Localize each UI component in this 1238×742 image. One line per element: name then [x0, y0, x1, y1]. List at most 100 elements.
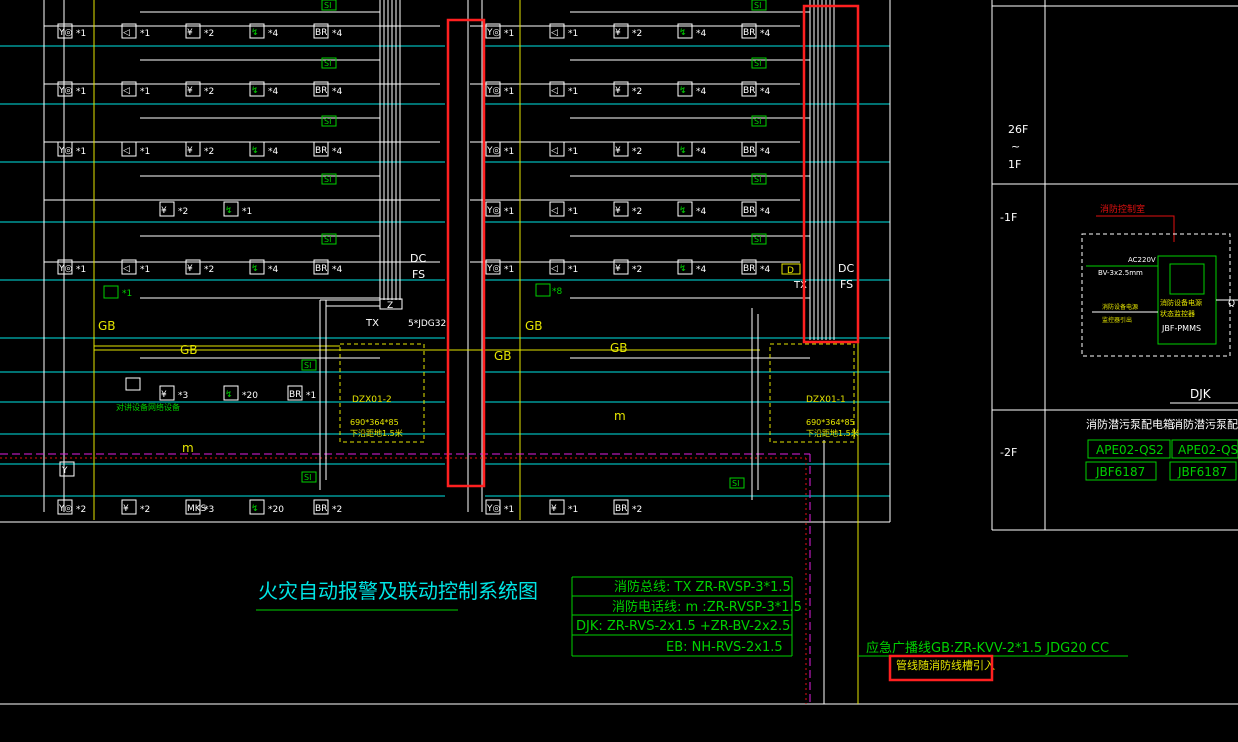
- device-manual: [677, 141, 693, 157]
- floor-table: 26F ~ 1F -1F -2F: [991, 0, 1238, 531]
- side-label-1: 消防设备电源: [1102, 303, 1138, 311]
- device-count: *4: [696, 29, 707, 39]
- device-glyph: ¥: [187, 146, 193, 156]
- device-count: *1: [140, 265, 150, 275]
- si-box: [751, 0, 767, 11]
- device-count: *1: [76, 265, 86, 275]
- device-count: *2: [632, 29, 642, 39]
- right-box-code: DZX01-1: [806, 395, 846, 405]
- device-count: *2: [204, 87, 214, 97]
- device-glyph: ¥: [615, 206, 621, 216]
- legend-line-4: EB: NH-RVS-2x1.5: [666, 640, 783, 655]
- intercom-box: [125, 377, 141, 391]
- device-count: *2: [204, 265, 214, 275]
- si-box: [321, 115, 337, 127]
- device-glyph: ↯: [225, 206, 233, 216]
- device-count: *1: [76, 87, 86, 97]
- device-speaker: [121, 259, 137, 275]
- device-glyph: ◁: [551, 146, 558, 156]
- pump-box-1: 消防潜污泵配电箱 APE02-QS2 JBF6187: [1085, 417, 1174, 481]
- device-glyph: ◁: [551, 86, 558, 96]
- device-glyph: BR: [315, 28, 327, 38]
- device-br: [287, 385, 303, 401]
- si-label: SI: [324, 235, 331, 244]
- z-label: Z: [387, 301, 393, 311]
- device-glyph: ¥: [161, 390, 167, 400]
- pump-box-1-model: JBF6187: [1095, 465, 1145, 479]
- device-heat: [185, 23, 201, 39]
- device-count: *4: [332, 29, 343, 39]
- device-glyph: BR: [315, 264, 327, 274]
- device-heat: [613, 23, 629, 39]
- device-count: *1: [568, 207, 578, 217]
- device-speaker: [121, 23, 137, 39]
- speaker-box: [535, 283, 551, 297]
- jdg-label: 5*JDG32: [408, 319, 446, 329]
- right-box-note: 下沿距地1.5米: [806, 428, 859, 438]
- side-label-2: 监控器引出: [1102, 316, 1132, 324]
- device-glyph: ↯: [251, 146, 259, 156]
- si-box: [729, 477, 745, 489]
- device-count: *3: [204, 505, 214, 515]
- device-glyph: Y◎: [486, 28, 500, 38]
- tx-label-right: TX: [793, 280, 807, 291]
- q-label: Q: [1228, 299, 1235, 309]
- legend-line-2: 消防电话线: m :ZR-RVSP-3*1.5: [612, 599, 802, 615]
- routing-note: 管线随消防线槽引入: [896, 658, 995, 672]
- si-label: SI: [754, 1, 761, 10]
- device-count: *4: [268, 147, 279, 157]
- left-box-spec: 690*364*85: [350, 418, 399, 427]
- device-smoke: [485, 201, 501, 217]
- device-count: *1: [242, 207, 252, 217]
- right-box-spec: 690*364*85: [806, 418, 855, 427]
- device-glyph: Y◎: [58, 504, 72, 514]
- device-count: *1: [140, 147, 150, 157]
- device-smoke: [57, 141, 73, 157]
- si-box: [751, 115, 767, 127]
- device-manual: [249, 499, 265, 515]
- device-glyph: ↯: [679, 86, 687, 96]
- device-count: *2: [632, 147, 642, 157]
- device-glyph: ◁: [123, 28, 130, 38]
- device-mks: [185, 499, 201, 515]
- device-glyph: BR: [743, 28, 755, 38]
- device-glyph: BR: [315, 86, 327, 96]
- device-glyph: ◁: [551, 264, 558, 274]
- device-count: *20: [242, 391, 258, 401]
- fire-control-room: 消防控制室 AC220V BV-3x2.5mm 消防设备电源 状态监控器 JBF…: [1081, 203, 1238, 357]
- device-count: *2: [140, 505, 150, 515]
- device-count: *1: [76, 147, 86, 157]
- device-smoke: [485, 81, 501, 97]
- device-line-2: 状态监控器: [1160, 309, 1195, 318]
- device-glyph: BR: [315, 146, 327, 156]
- device-glyph: ¥: [615, 146, 621, 156]
- si-label: SI: [754, 175, 761, 184]
- device-count: *4: [696, 207, 707, 217]
- device-count: *4: [760, 147, 771, 157]
- m-label-left: m: [182, 441, 194, 455]
- m-label-right: m: [614, 409, 626, 423]
- device-count: *4: [332, 147, 343, 157]
- device-glyph: ¥: [187, 86, 193, 96]
- device-count: *4: [332, 265, 343, 275]
- device-count: *4: [760, 29, 771, 39]
- device-model: JBF-PMMS: [1161, 324, 1201, 333]
- si-box: [321, 0, 337, 11]
- si-box: [321, 173, 337, 185]
- device-count: *1: [76, 29, 86, 39]
- pump-box-2: 消防潜污泵配电箱 APE02-QS1 JBF6187: [1169, 417, 1238, 481]
- device-count: *1: [504, 147, 514, 157]
- device-count: *1: [568, 29, 578, 39]
- device-manual: [677, 201, 693, 217]
- control-room-power: AC220V: [1128, 256, 1156, 264]
- si-label: SI: [304, 473, 311, 482]
- device-glyph: ◁: [551, 28, 558, 38]
- device-glyph: ↯: [225, 390, 233, 400]
- device-count: *1: [504, 207, 514, 217]
- device-glyph: BR: [289, 390, 301, 400]
- device-count: *1: [306, 391, 316, 401]
- device-glyph: BR: [743, 206, 755, 216]
- device-count: *4: [760, 207, 771, 217]
- control-room-title: 消防控制室: [1100, 203, 1145, 215]
- si-box: [751, 173, 767, 185]
